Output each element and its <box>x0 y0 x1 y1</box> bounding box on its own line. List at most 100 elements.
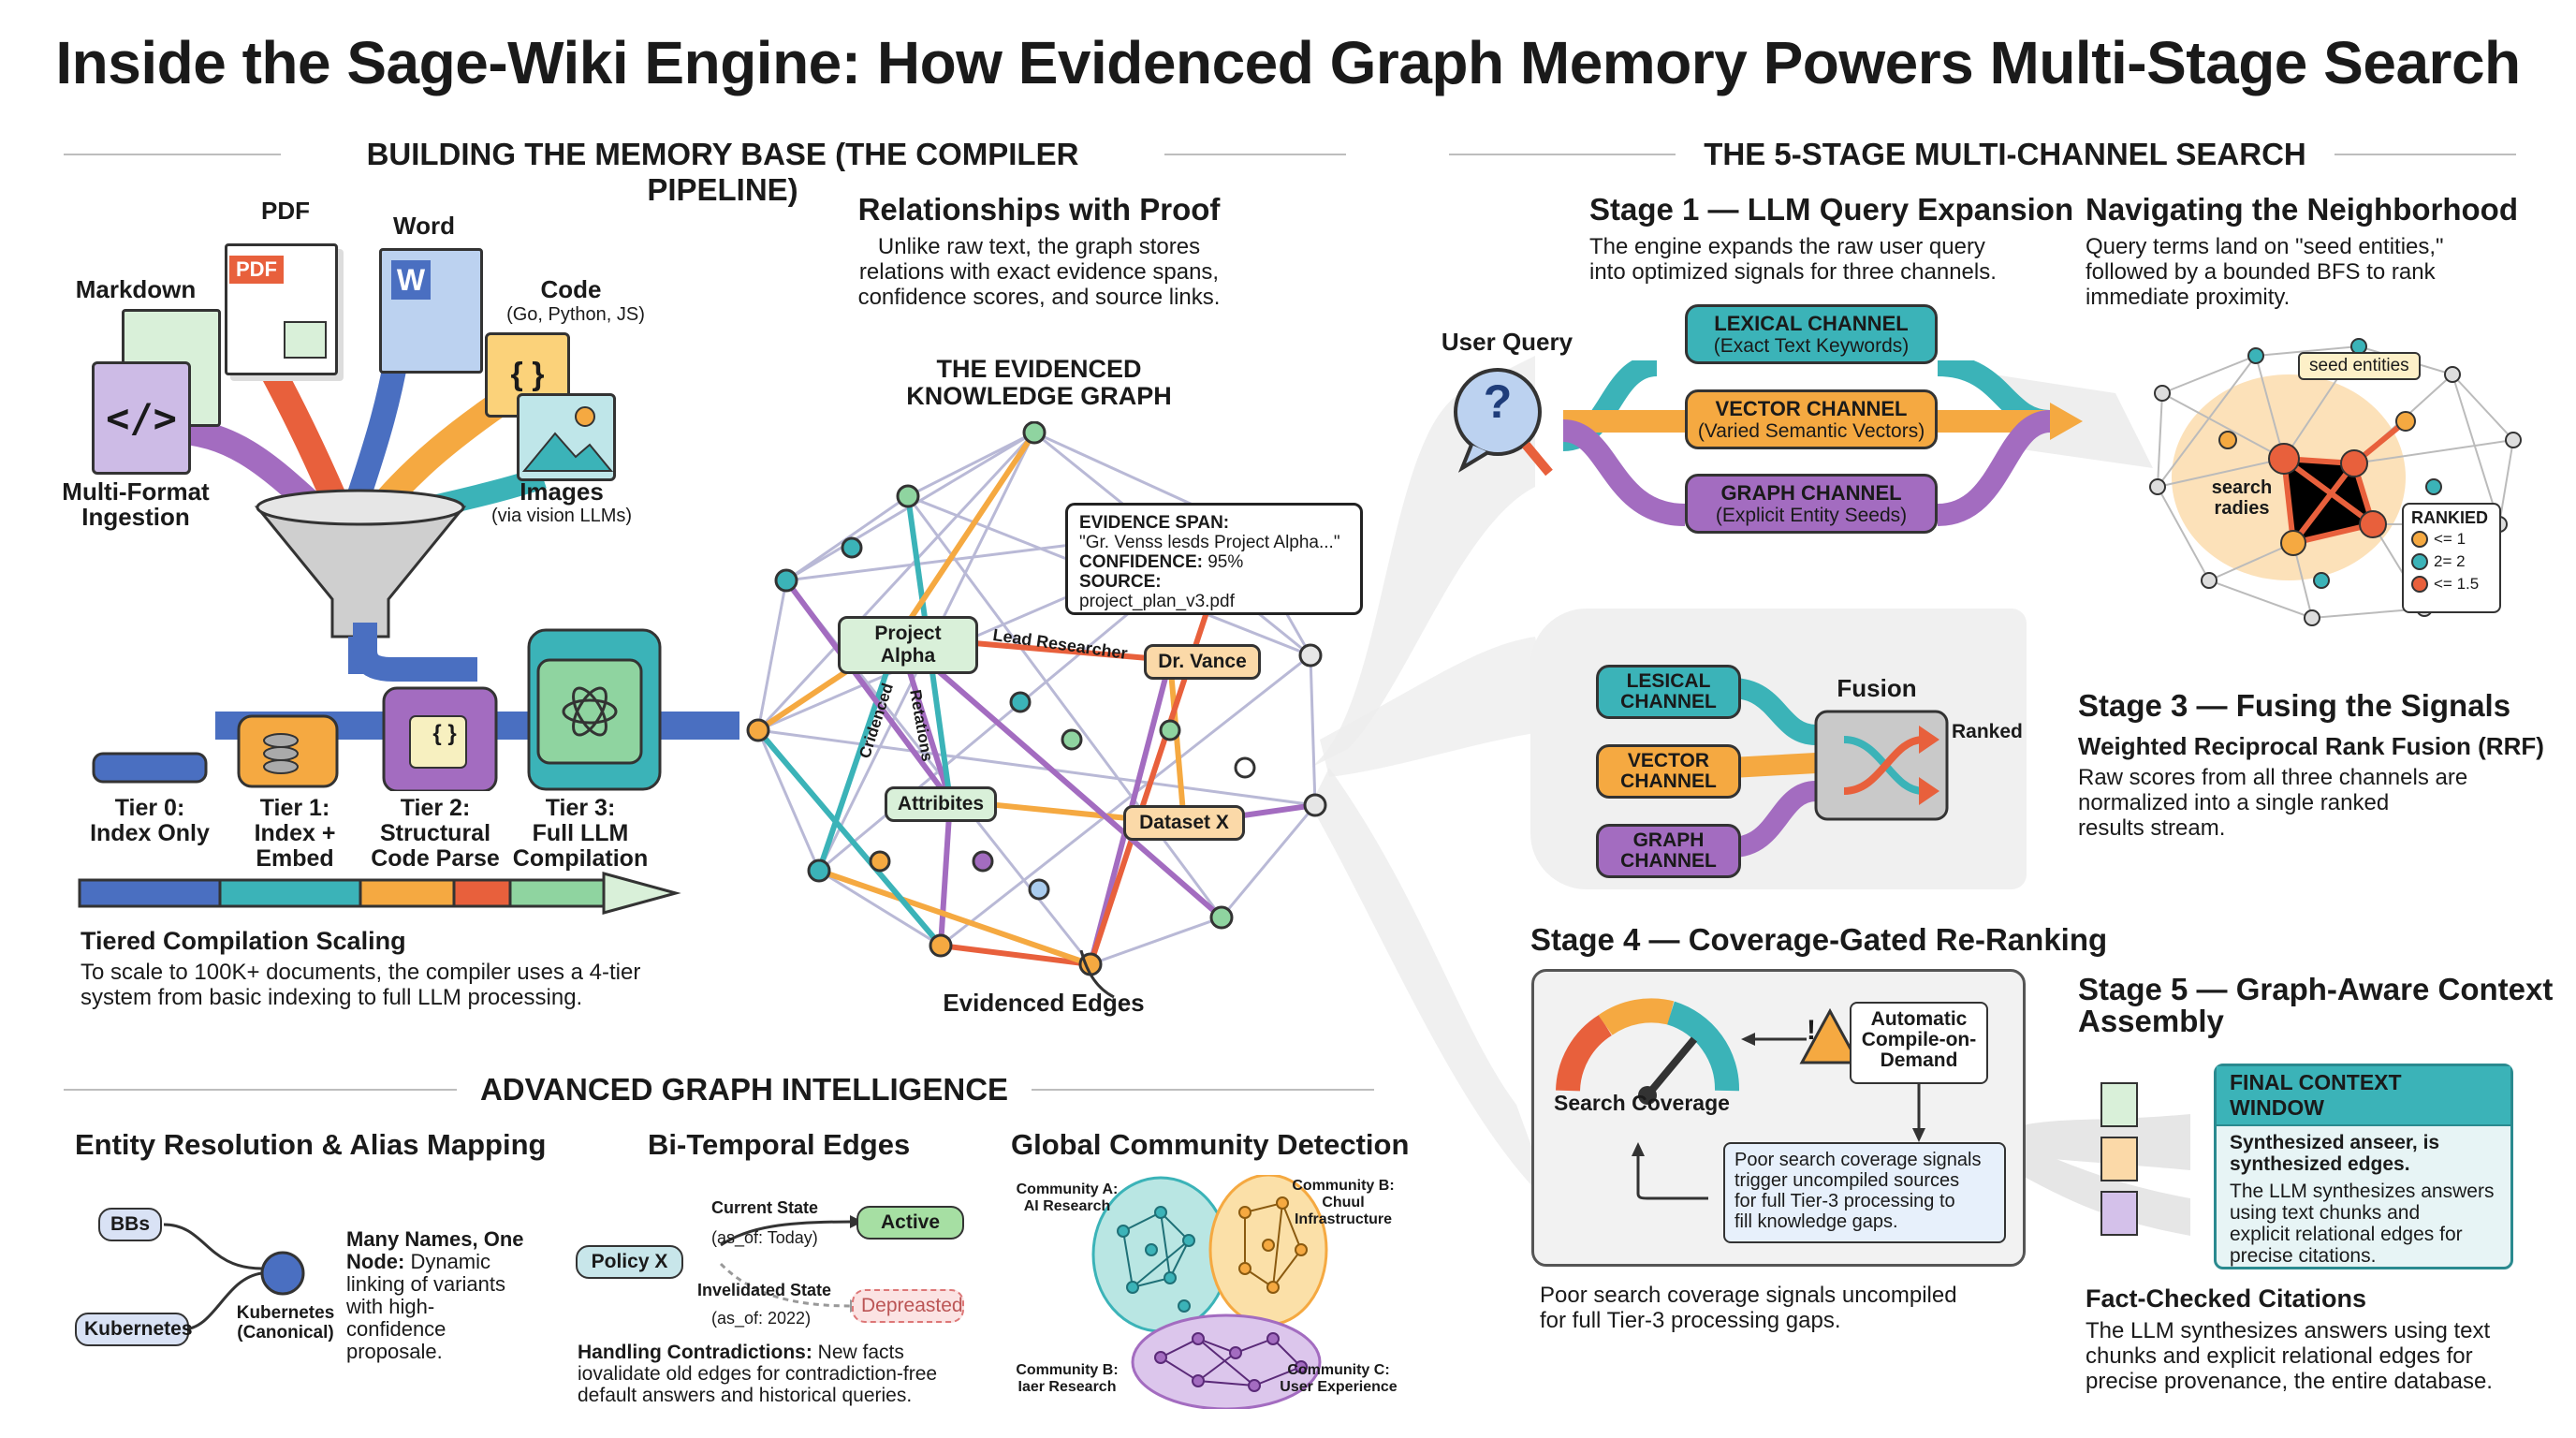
tier1-label: Tier 1: Index + Embed <box>254 795 336 872</box>
lexical-channel-label: LEXICAL CHANNEL <box>1714 312 1909 335</box>
poor-coverage-box: Poor search coverage signals trigger unc… <box>1723 1142 2006 1243</box>
community-c-label: Community C: User Experience <box>1280 1362 1398 1395</box>
evidenced-edges-pointer <box>1079 950 1115 999</box>
ranked-legend: RANKIED <= 1 2= 2 <= 1.5 <box>2402 503 2501 613</box>
ranked-legend-item: <= 1.5 <box>2411 573 2492 595</box>
stage3-description: Raw scores from all three channels are n… <box>2078 765 2468 841</box>
tier2-code-glyph: { } <box>432 721 457 746</box>
node-dataset-x[interactable]: Dataset X <box>1123 805 1245 841</box>
node-attributes[interactable]: Attribites <box>885 786 997 822</box>
community-clusters <box>1091 1175 1328 1409</box>
vector-channel-label: VECTOR CHANNEL <box>1715 397 1908 420</box>
entity-description: Many Names, One Node: Dynamic linking of… <box>346 1228 524 1363</box>
node-dr-vance[interactable]: Dr. Vance <box>1144 644 1261 680</box>
temporal-heading: Bi-Temporal Edges <box>648 1128 911 1161</box>
ranked-legend-text: 2= 2 <box>2434 552 2466 570</box>
images-label: Images <box>520 477 604 506</box>
tier-scale-bar <box>78 872 681 915</box>
ranked-legend-title: RANKIED <box>2411 508 2489 527</box>
fact-checked-description: The LLM synthesizes answers using text c… <box>2086 1318 2493 1394</box>
legend-dot-icon <box>2411 576 2428 593</box>
source-value: project_plan_v3.pdf <box>1079 592 1235 611</box>
community-b-label: Community B: Chuul Infrastructure <box>1292 1178 1395 1227</box>
evidence-callout[interactable]: EVIDENCE SPAN: "Gr. Venss lesds Project … <box>1065 503 1363 615</box>
stage1-description: The engine expands the raw user query in… <box>1589 234 1997 285</box>
lexical-channel-box[interactable]: LEXICAL CHANNEL(Exact Text Keywords) <box>1685 304 1938 364</box>
stage4-caption: Poor search coverage signals uncompiled … <box>1540 1283 1957 1333</box>
word-label: Word <box>393 212 455 240</box>
alias-bbs[interactable]: BBs <box>98 1208 162 1241</box>
context-doc-icons <box>2100 1082 2138 1236</box>
context-window-bold: Synthesized anseer, is synthesized edges… <box>2230 1132 2440 1175</box>
confidence-value: 95% <box>1208 552 1244 572</box>
section-heading-search: THE 5-STAGE MULTI-CHANNEL SEARCH <box>1676 137 2334 172</box>
context-window-body: The LLM synthesizes answers using text c… <box>2230 1181 2495 1267</box>
images-sub-label: (via vision LLMs) <box>490 506 633 526</box>
legend-dot-icon <box>2411 531 2428 548</box>
tier-description: To scale to 100K+ documents, the compile… <box>80 960 641 1010</box>
temporal-description-text: New facts iovalidate old edges for contr… <box>578 1342 938 1406</box>
vector-channel-box[interactable]: VECTOR CHANNEL(Varied Semantic Vectors) <box>1685 389 1938 449</box>
current-state-sub: (as_of: Today) <box>711 1228 818 1247</box>
lexical-channel-sub: (Exact Text Keywords) <box>1713 335 1910 357</box>
section-heading-pipeline: BUILDING THE MEMORY BASE (THE COMPILER P… <box>281 137 1164 208</box>
ranked-legend-item: 2= 2 <box>2411 550 2492 573</box>
stage2-description: Query terms land on "seed entities," fol… <box>2086 234 2444 310</box>
tier2-label: Tier 2: Structural Code Parse <box>371 795 500 872</box>
source-label: SOURCE: <box>1079 572 1162 592</box>
markdown-label: Markdown <box>75 275 197 303</box>
question-icon: ? <box>1483 375 1513 428</box>
fusion-graph-box: GRAPH CHANNEL <box>1596 824 1741 878</box>
stage4-heading: Stage 4 — Coverage-Gated Re-Ranking <box>1530 922 2108 957</box>
graph-title: THE EVIDENCED KNOWLEDGE GRAPH <box>906 355 1172 410</box>
entity-description-text: Dynamic linking of variants with high-co… <box>346 1250 505 1363</box>
active-state-node[interactable]: Active <box>856 1206 964 1240</box>
alias-kubernetes[interactable]: Kubernetes <box>75 1313 193 1346</box>
fusion-label: Fusion <box>1837 674 1917 702</box>
node-project-alpha[interactable]: Project Alpha <box>838 616 978 674</box>
canonical-label: Kubernetes (Canonical) <box>236 1303 335 1343</box>
confidence-label: CONFIDENCE: <box>1079 552 1203 572</box>
ranked-legend-text: <= 1 <box>2434 530 2466 548</box>
entity-description-bold: Many Names, One Node: <box>346 1227 524 1273</box>
final-context-window[interactable]: FINAL CONTEXT WINDOW Synthesized anseer,… <box>2214 1064 2513 1269</box>
pdf-label: PDF <box>261 197 310 225</box>
user-query-label: User Query <box>1441 328 1573 356</box>
page-title: Inside the Sage-Wiki Engine: How Evidenc… <box>55 29 2521 96</box>
invalidated-state-sub: (as_of: 2022) <box>711 1309 812 1328</box>
fusion-streams <box>1731 678 1949 858</box>
markdown-code-icon: </> <box>92 361 191 475</box>
fact-checked-heading: Fact-Checked Citations <box>2086 1284 2367 1313</box>
coverage-gauge <box>1556 998 1925 1200</box>
tier-machines <box>92 623 739 791</box>
pdf-badge: PDF <box>229 256 284 284</box>
image-icon <box>517 393 616 481</box>
warning-icon: ! <box>1807 1015 1816 1046</box>
stage5-heading: Stage 5 — Graph-Aware Context Assembly <box>2078 972 2554 1038</box>
invalidated-state-label: Invelidated State <box>697 1281 832 1299</box>
community-heading: Global Community Detection <box>1011 1128 1410 1161</box>
temporal-description: Handling Contradictions: New facts ioval… <box>578 1342 999 1406</box>
evidenced-edges-label: Evidenced Edges <box>943 989 1145 1017</box>
ranked-legend-list: <= 1 2= 2 <= 1.5 <box>2411 528 2492 595</box>
evidence-span-label: EVIDENCE SPAN: <box>1079 513 1230 533</box>
context-window-title: FINAL CONTEXT WINDOW <box>2217 1066 2510 1126</box>
evidence-span-text: "Gr. Venss lesds Project Alpha..." <box>1079 533 1340 552</box>
deprecated-state-node[interactable]: Depreasted <box>852 1289 964 1323</box>
tier0-label: Tier 0: Index Only <box>90 795 210 846</box>
stage1-heading: Stage 1 — LLM Query Expansion <box>1589 192 2074 227</box>
multi-format-label: Multi-Format Ingestion <box>62 477 210 531</box>
ranked-label: Ranked <box>1952 721 2023 742</box>
stage3-subheading: Weighted Reciprocal Rank Fusion (RRF) <box>2078 732 2544 760</box>
relationships-heading: Relationships with Proof <box>857 192 1221 227</box>
tier3-label: Tier 3: Full LLM Compilation <box>512 795 649 872</box>
search-coverage-label: Search Coverage <box>1554 1091 1730 1115</box>
graph-channel-box[interactable]: GRAPH CHANNEL(Explicit Entity Seeds) <box>1685 474 1938 534</box>
pdf-doc-icon: PDF <box>225 243 338 375</box>
relationships-description: Unlike raw text, the graph stores relati… <box>857 234 1221 310</box>
stage3-heading: Stage 3 — Fusing the Signals <box>2078 688 2511 723</box>
current-state-label: Current State <box>711 1198 819 1217</box>
community-a-label: Community A: AI Research <box>1016 1181 1119 1214</box>
ranked-legend-text: <= 1.5 <box>2434 575 2480 593</box>
policy-x-node[interactable]: Policy X <box>576 1245 683 1279</box>
